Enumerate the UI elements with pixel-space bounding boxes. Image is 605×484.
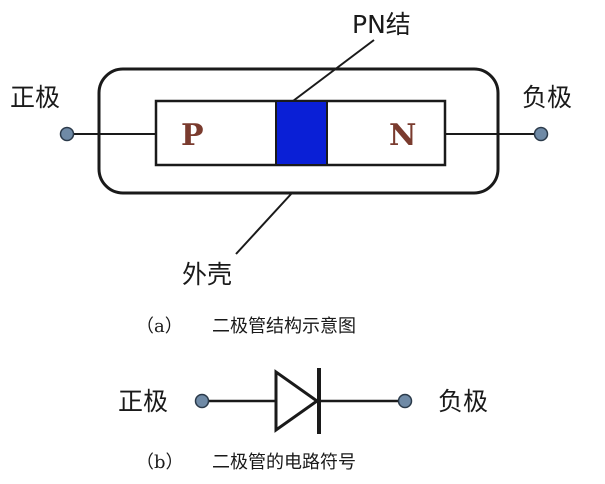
cathode-label-a: 负极 [522,83,572,112]
anode-terminal-a [59,126,75,142]
structure-diagram: PN结 P N 正极 负极 外壳 （a） 二极管结构示意图 [10,10,572,337]
cathode-terminal-a [533,126,549,142]
circuit-symbol-diagram: 正极 负极 （b） 二极管的电路符号 [118,368,488,473]
pn-junction-block [275,100,328,166]
anode-label-a: 正极 [10,83,60,112]
p-region-label: P [181,118,204,153]
anode-label-b: 正极 [118,387,168,416]
caption-b-text: 二极管的电路符号 [212,452,356,473]
n-region-label: N [389,118,416,153]
casing-label: 外壳 [182,260,232,289]
diode-triangle [274,369,320,433]
casing-leader-line [235,192,293,255]
cathode-label-b: 负极 [438,387,488,416]
pn-junction-label: PN结 [352,10,411,39]
cathode-terminal-b [397,393,413,409]
caption-b-tag: （b） [136,452,184,473]
anode-terminal-b [194,393,210,409]
casing-outline [97,67,500,195]
caption-a-text: 二极管结构示意图 [212,316,356,337]
caption-a-tag: （a） [136,316,183,337]
